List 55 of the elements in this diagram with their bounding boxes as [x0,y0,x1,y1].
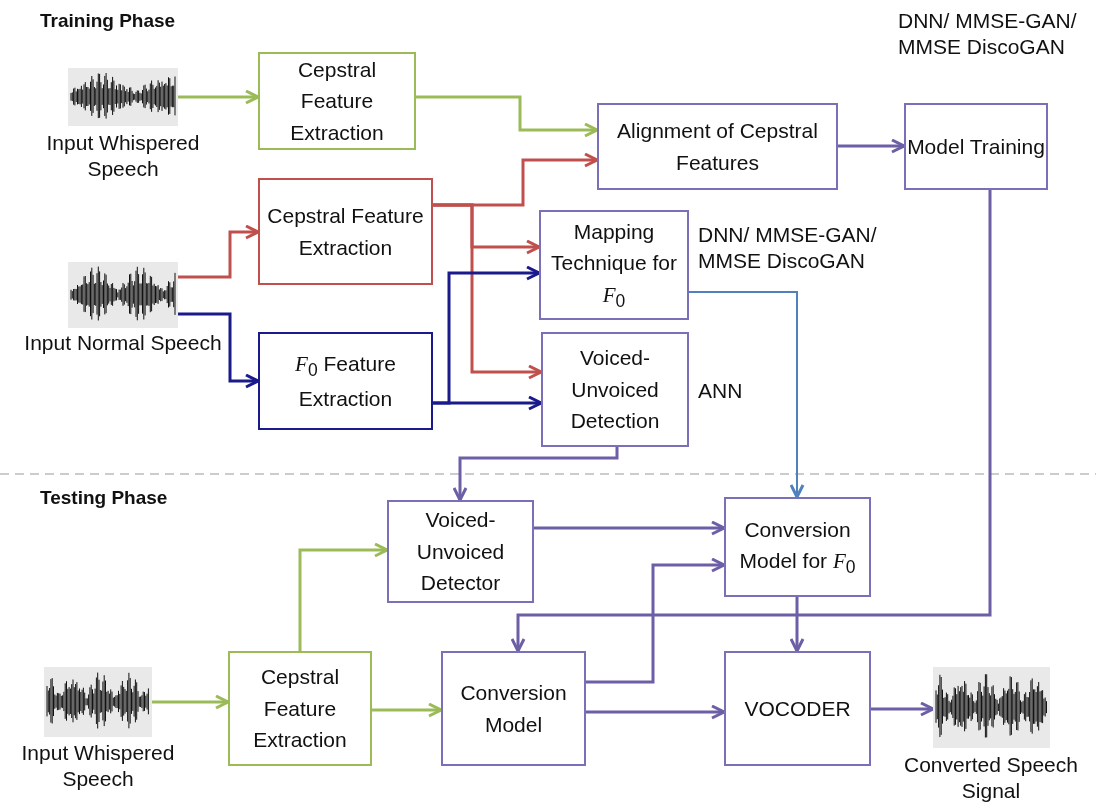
phase-heading: Training Phase [40,10,176,32]
arrow [452,447,619,502]
box-label: Voiced- Unvoiced Detector [415,507,506,597]
process-box [258,178,433,285]
arrow [510,190,992,653]
arrow [838,138,906,154]
box-label: VOCODER [744,695,851,722]
process-box [387,500,534,603]
process-box [724,651,871,766]
box-label: Cepstral Feature Extraction [252,664,348,754]
arrow [534,520,726,536]
arrow [152,694,230,710]
process-box [724,497,871,597]
arrow [688,291,805,499]
arrow [789,597,805,653]
arrow [372,702,443,718]
arrow [178,224,260,279]
node-caption: DNN/ MMSE-GAN/ MMSE DiscoGAN [698,222,878,275]
box-label: Model Training [907,133,1045,160]
phase-heading: Testing Phase [40,487,168,509]
waveform-picture [68,262,178,328]
node-caption: ANN [698,378,744,404]
node-caption: Converted Speech Signal [903,752,1079,805]
process-box [541,332,689,447]
process-box [258,332,433,430]
arrow [871,701,935,717]
process-box [597,103,838,190]
arrow [586,704,726,720]
arrow [416,95,599,138]
node-caption: Input Normal Speech [23,330,223,356]
waveform-picture [68,68,178,126]
node-caption: Input Whispered Speech [20,740,176,793]
process-box [228,651,372,766]
arrow [298,542,389,651]
box-label: Cepstral Feature Extraction [289,56,385,146]
arrow [433,203,543,380]
waveform-picture [933,667,1050,748]
box-label: Cepstral Feature Extraction [266,203,425,261]
node-caption: Input Whispered Speech [45,130,201,183]
box-label: F$_{0}$ Feature Extraction [294,350,397,412]
process-box [904,103,1048,190]
arrow [178,312,260,389]
waveform-picture [44,667,152,737]
arrow [433,395,543,411]
process-box [258,52,416,150]
arrow [586,557,726,684]
box-label: Conversion Model [459,680,568,738]
box-label: Alignment of Cepstral Features [616,118,819,176]
node-caption: DNN/ MMSE-GAN/ MMSE DiscoGAN [898,8,1078,61]
process-box [539,210,689,320]
process-box [441,651,586,766]
box-label: Voiced- Unvoiced Detection [569,345,661,435]
box-label: Conversion Model for F$_{0}$ [738,516,857,580]
arrow [178,89,260,105]
box-label: Mapping Technique for F$_{0}$ [549,218,679,313]
